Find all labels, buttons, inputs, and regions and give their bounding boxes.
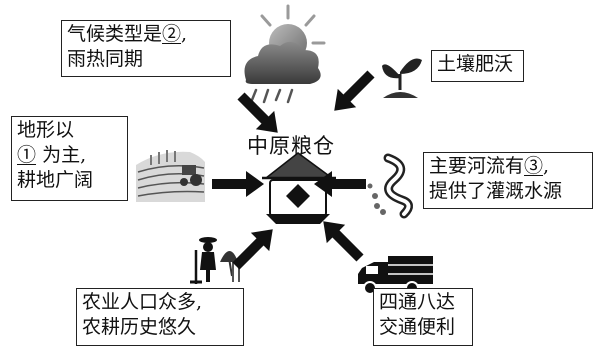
river-line-1: 主要河流有③, (429, 155, 550, 177)
arrow-from-soil (334, 70, 375, 111)
arrow-from-climate (237, 92, 278, 133)
center-label: 中原粮仓 (247, 134, 335, 158)
seedling-icon (382, 58, 422, 98)
climate-line-1: 气候类型是②, (67, 23, 188, 45)
population-line-2: 农耕历史悠久 (82, 316, 197, 338)
river-icon (367, 153, 413, 219)
climate-box: 气候类型是②, 雨热同期 (61, 20, 231, 77)
soil-text: 土壤肥沃 (437, 53, 514, 75)
population-line-1: 农业人口众多, (82, 291, 203, 313)
terrain-line-2: ① 为主, (17, 144, 87, 166)
blank-1: ① (17, 144, 37, 166)
weather-icon (244, 4, 326, 104)
blank-2: ② (162, 23, 182, 45)
terrain-box: 地形以 ① 为主, 耕地广阔 (11, 116, 128, 201)
arrows (212, 70, 375, 270)
terrain-line-3: 耕地广阔 (17, 169, 94, 191)
blank-3: ③ (524, 155, 544, 177)
truck-icon (358, 256, 433, 295)
arrow-from-terrain (212, 171, 264, 197)
arrow-from-river (314, 171, 366, 197)
transport-line-1: 四通八达 (379, 291, 456, 313)
climate-line-2: 雨热同期 (67, 48, 144, 70)
transport-box: 四通八达 交通便利 (373, 288, 473, 346)
transport-line-2: 交通便利 (379, 316, 456, 338)
farmer-icon (190, 237, 240, 284)
population-box: 农业人口众多, 农耕历史悠久 (76, 288, 244, 346)
river-line-2: 提供了灌溉水源 (429, 180, 563, 202)
soil-box: 土壤肥沃 (431, 50, 524, 82)
farmland-icon (136, 150, 205, 202)
river-box: 主要河流有③, 提供了灌溉水源 (423, 152, 593, 209)
terrain-line-1: 地形以 (17, 119, 75, 141)
granary-icon (262, 152, 336, 224)
arrow-from-transport (323, 221, 364, 262)
arrow-from-population (232, 229, 273, 270)
